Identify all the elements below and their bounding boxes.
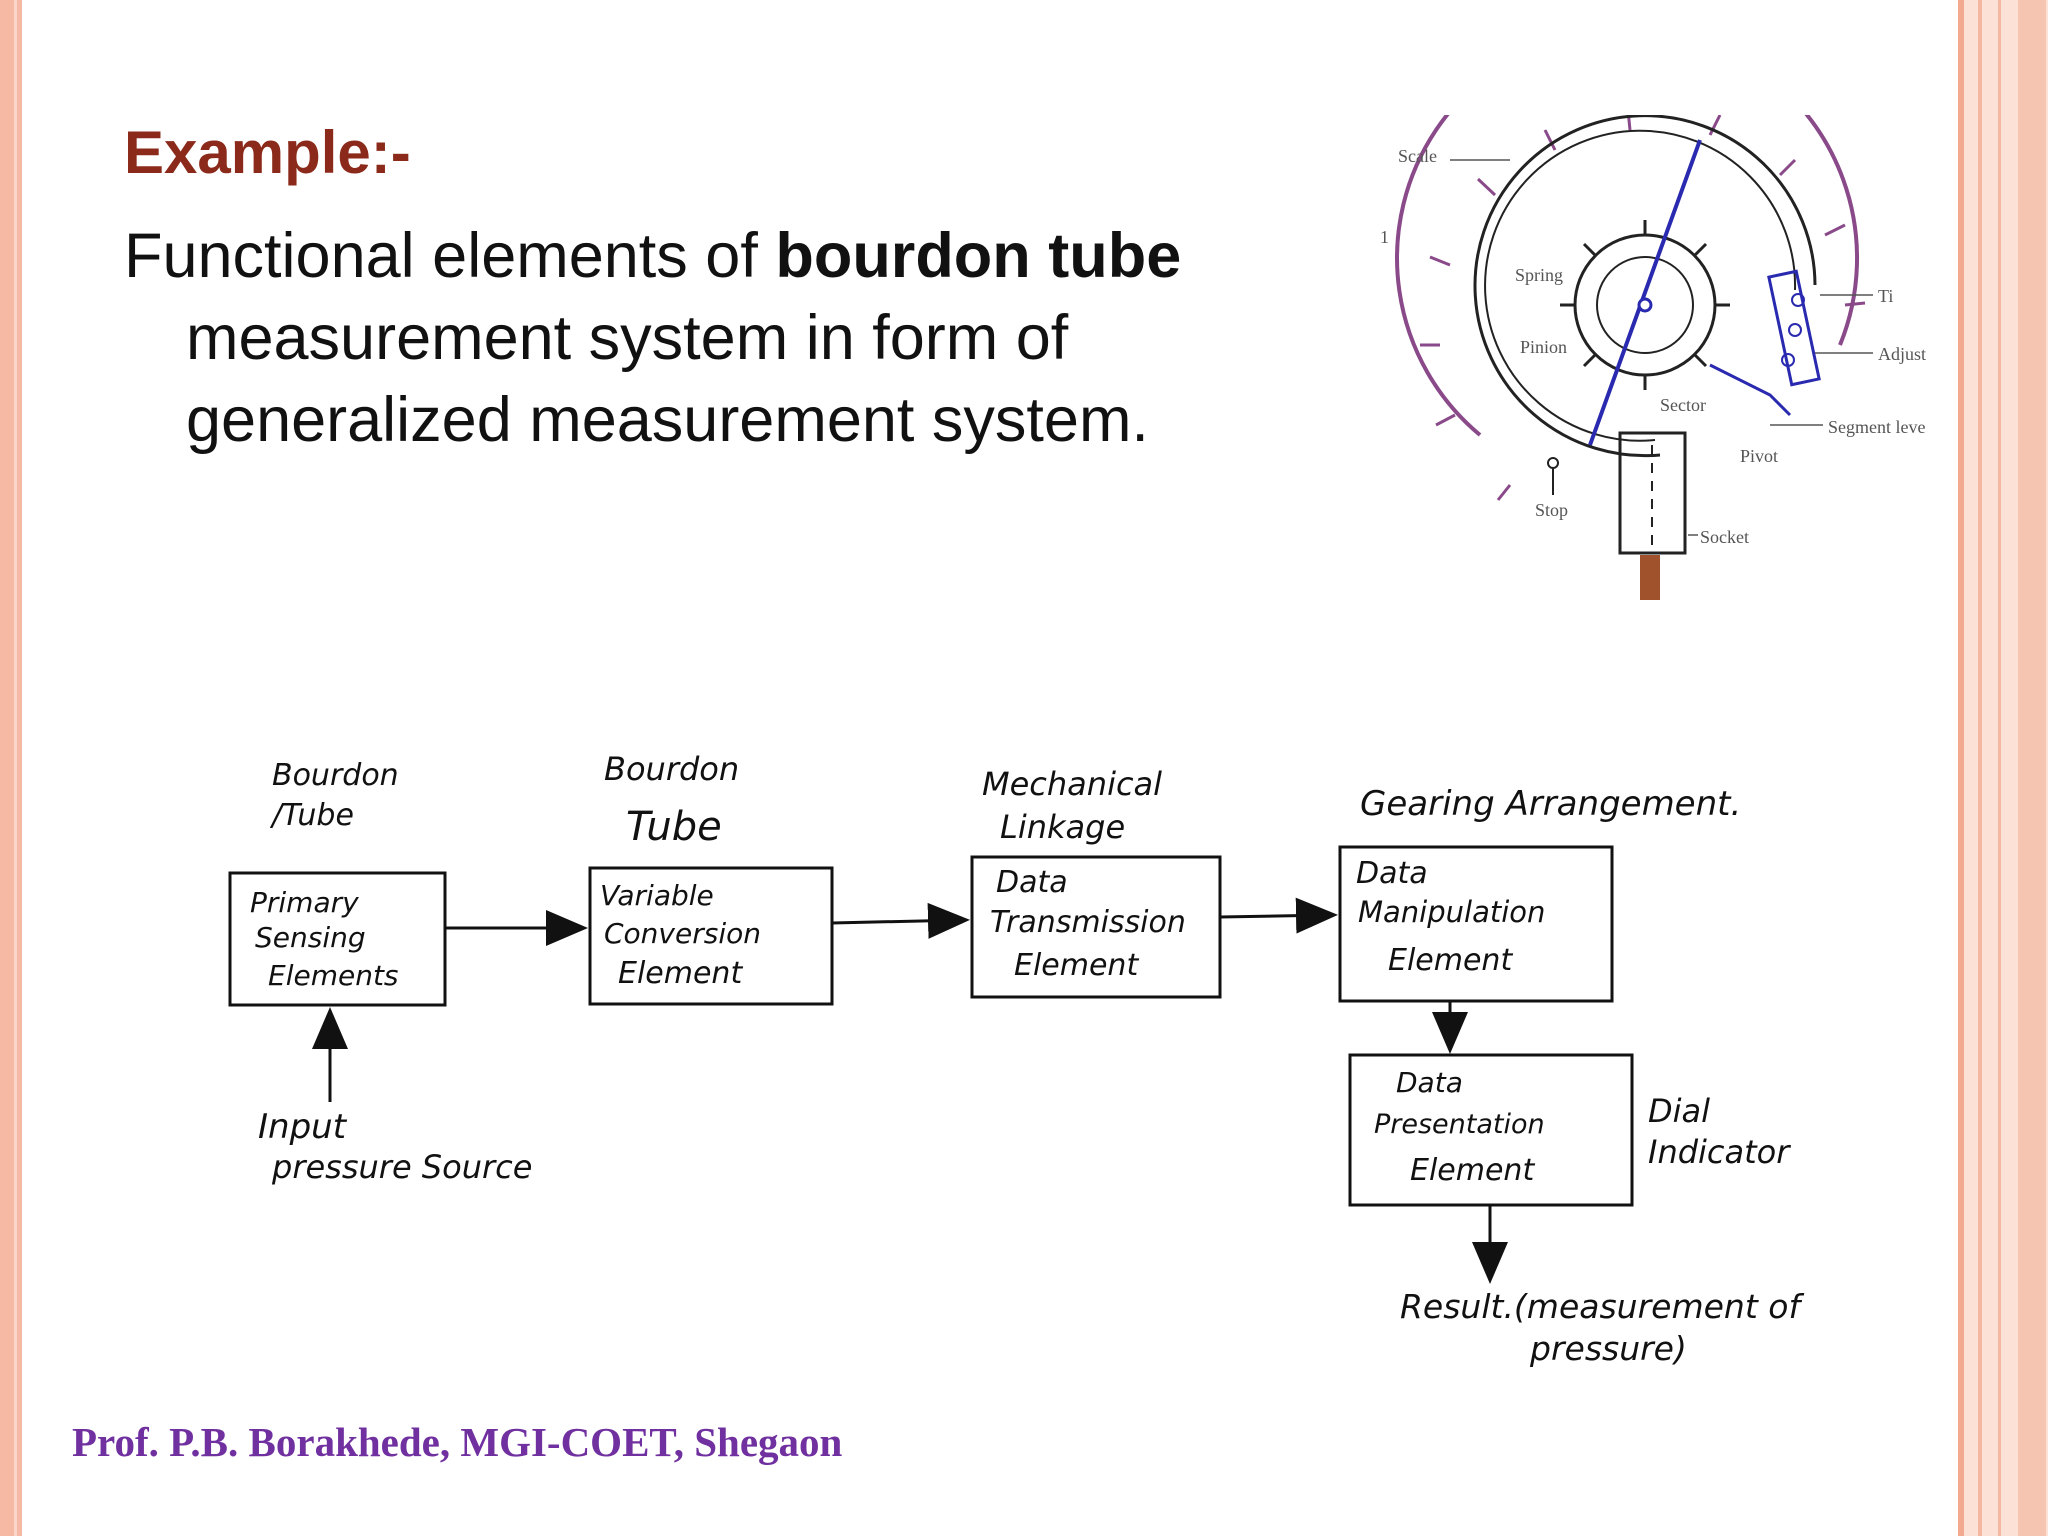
block-diagram: Bourdon /Tube Primary Sensing Elements B… [228,750,1804,1368]
note-4-line-1: Gearing Arrangement. [1360,784,1741,824]
block-1-line-3: Elements [268,959,399,992]
note-1-line-1: Bourdon [272,758,399,793]
note-3-line-1: Mechanical [982,765,1162,803]
note-3-line-2: Linkage [1000,808,1125,846]
block-primary-sensing [228,871,447,1007]
result-line-1: Result.(measurement of [1400,1287,1804,1326]
note-2-line-2: Tube [626,804,722,850]
slide-title: Example:- [124,119,411,186]
scale-ticks [1420,115,1866,501]
socket [1618,431,1687,555]
arrow-3 [1219,897,1338,934]
block-4-line-3: Element [1388,943,1513,978]
block-variable-conversion [588,866,834,1006]
pointer-needle [1588,139,1702,446]
result-line-2: pressure) [1529,1329,1687,1368]
label-pivot: Pivot [1740,446,1778,466]
note-5-line-2: Indicator [1648,1133,1791,1171]
block-3-line-2: Transmission [990,905,1186,940]
body-line-3: generalized measurement system. [186,385,1149,455]
note-2-line-1: Bourdon [604,750,739,788]
slide-body: Functional elements of bourdon tube meas… [124,215,1324,461]
label-one: 1 [1380,227,1389,247]
label-scale: Scale [1398,146,1437,166]
block-2-line-2: Conversion [604,917,761,950]
label-socket: Socket [1700,527,1749,547]
block-5-line-3: Element [1410,1153,1535,1188]
block-5-line-1: Data [1396,1066,1463,1099]
block-data-transmission [970,855,1222,999]
block-2-line-3: Element [618,956,743,991]
note-5-line-1: Dial [1648,1092,1710,1130]
label-spring: Spring [1515,265,1563,285]
left-frame-border [0,0,22,1536]
block-3-line-3: Element [1014,948,1139,983]
footer-credit: Prof. P.B. Borakhede, MGI-COET, Shegaon [72,1419,843,1465]
block-4-line-1: Data [1356,856,1428,891]
right-frame-border [1958,0,2048,1536]
block-3-line-1: Data [996,865,1068,900]
scale-arc [1395,115,1860,437]
note-1-line-2: /Tube [269,798,354,833]
input-line-2: pressure Source [271,1148,532,1186]
block-4-line-2: Manipulation [1358,895,1545,929]
block-1-line-1: Primary [250,886,359,919]
block-1-line-2: Sensing [255,921,366,954]
label-sector: Sector [1660,395,1706,415]
body-text-bold: bourdon tube [775,221,1182,291]
label-stop: Stop [1535,500,1568,520]
label-pinion: Pinion [1520,337,1567,357]
body-line-2: measurement system in form of [186,303,1069,373]
body-text-pre: Functional elements of [124,221,776,291]
block-data-manipulation [1338,845,1614,1003]
arrow-2 [831,902,970,939]
input-line-1: Input [258,1107,348,1147]
label-adjust: Adjust [1878,344,1926,364]
label-segment-lever: Segment leve [1828,417,1925,437]
block-2-line-1: Variable [600,879,714,912]
block-5-line-2: Presentation [1374,1109,1545,1140]
label-tip: Ti [1878,286,1893,306]
bourdon-gauge-illustration: Scale 1 Spring Pinion Sector Pivot Stop … [1380,115,1926,600]
